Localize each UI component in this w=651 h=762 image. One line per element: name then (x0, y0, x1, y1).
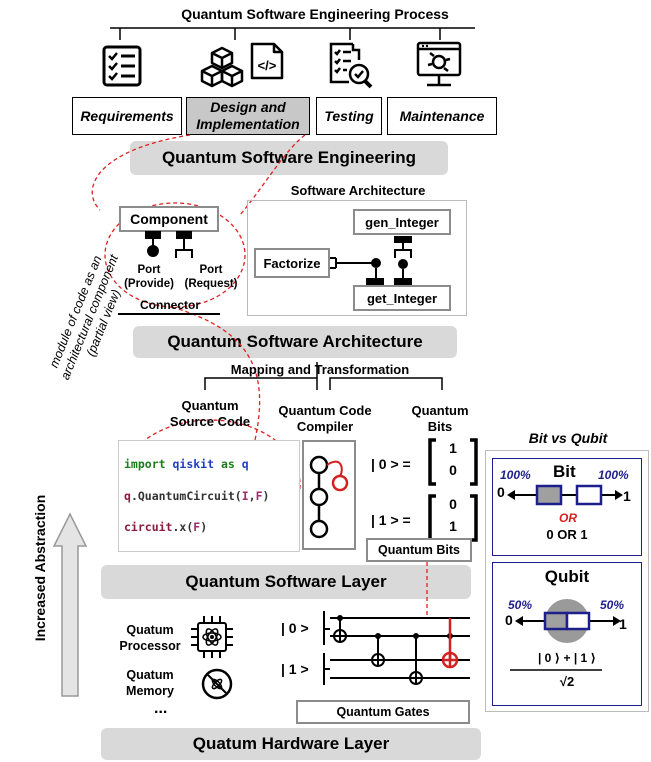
qubit-panel (492, 562, 642, 706)
qubit-fraction-line (510, 669, 602, 671)
qubit-one: 1 (619, 616, 627, 632)
bit-result: 0 OR 1 (546, 527, 588, 542)
port-provide-label: Port (Provide) (124, 264, 174, 290)
port-request-label: Port (Request) (184, 264, 238, 290)
qubit-diagram (515, 599, 621, 643)
bits-title: Quantum Bits (411, 403, 469, 434)
bit-diagram (507, 484, 623, 506)
qubit-zero: 0 (505, 612, 513, 628)
bit-vs-qubit-frame (485, 450, 649, 712)
phase-requirements: Requirements (72, 97, 182, 135)
connector-line (118, 313, 220, 315)
get-integer-box: get_Integer (353, 285, 451, 311)
quantum-gates-box: Quantum Gates (296, 700, 470, 724)
test-search-icon (329, 42, 373, 89)
phase-design-implementation: Design and Implementation (186, 97, 310, 135)
qubit1-label: | 1 > (281, 661, 309, 677)
banner-quantum-software-layer: Quantum Software Layer (101, 565, 471, 599)
memory-disc-icon (201, 668, 233, 700)
banner-quantum-software-engineering: Quantum Software Engineering (130, 141, 448, 175)
monitor-wrench-icon (416, 41, 462, 87)
qubit-right-pct: 50% (600, 598, 625, 612)
phase-maintenance: Maintenance (387, 97, 497, 135)
increased-abstraction-label: Increased Abstraction (32, 494, 48, 642)
quantum-bits-box: Quantum Bits (366, 538, 472, 562)
abstraction-arrow (52, 512, 88, 697)
ket-zero-vector (428, 438, 478, 486)
compiler-box (302, 440, 356, 550)
phase-testing: Testing (316, 97, 382, 135)
gen-integer-box: gen_Integer (353, 209, 451, 235)
qubit0-label: | 0 > (281, 620, 309, 636)
qubit-denominator: √2 (559, 674, 575, 689)
bit-or: OR (559, 511, 577, 525)
banner-quantum-hardware-layer: Quatum Hardware Layer (101, 728, 481, 760)
mapping-title: Mapping and Transformation (230, 362, 410, 377)
compiler-title: Quantum Code Compiler (278, 403, 372, 434)
svg-text:</>: </> (258, 58, 277, 73)
processor-label: Quatum Processor (119, 623, 181, 653)
bit-one: 1 (623, 488, 631, 504)
compiler-circuit-icon (309, 455, 349, 539)
mapping-bracket (204, 362, 443, 390)
code-line-2: q.QuantumCircuit(I,F) (124, 489, 270, 503)
source-code-box (118, 440, 300, 552)
factorize-box: Factorize (254, 248, 330, 278)
software-architecture-frame (247, 200, 467, 316)
process-title: Quantum Software Engineering Process (181, 6, 449, 22)
hardware-ellipsis: ... (154, 700, 168, 717)
cubes-code-icon: </> (200, 42, 284, 88)
ket-zero-label: | 0 > = (371, 456, 411, 472)
ket-one-bottom: 1 (449, 518, 457, 534)
code-line-3: circuit.x(F) (124, 520, 208, 534)
ket-zero-bottom: 0 (449, 462, 457, 478)
bit-vs-qubit-title: Bit vs Qubit (528, 430, 608, 446)
memory-label: Quatum Memory (126, 668, 174, 698)
source-code-title: Quantum Source Code (169, 398, 251, 429)
processor-chip-icon (191, 616, 233, 658)
qubit-numerator: | 0 ⟩ + | 1 ⟩ (537, 651, 597, 665)
qubit-left-pct: 50% (508, 598, 533, 612)
component-box: Component (119, 206, 219, 232)
ket-zero-top: 1 (449, 440, 457, 456)
bit-right-pct: 100% (598, 468, 629, 482)
architecture-connectors (330, 236, 412, 285)
qubit-title: Qubit (544, 567, 590, 586)
bit-title: Bit (553, 462, 576, 481)
software-architecture-title: Software Architecture (290, 183, 426, 198)
process-bracket (110, 27, 475, 40)
bit-zero: 0 (497, 484, 505, 500)
bit-left-pct: 100% (500, 468, 531, 482)
banner-quantum-software-architecture: Quantum Software Architecture (133, 326, 457, 358)
quantum-circuit (323, 611, 470, 685)
checklist-icon (102, 45, 142, 87)
ket-one-label: | 1 > = (371, 512, 411, 528)
connector-label: Connector (140, 298, 200, 312)
code-line-1: import qiskit as q (124, 457, 249, 471)
ket-one-top: 0 (449, 496, 457, 512)
component-ports-icon (145, 231, 193, 258)
bit-panel (492, 458, 642, 556)
